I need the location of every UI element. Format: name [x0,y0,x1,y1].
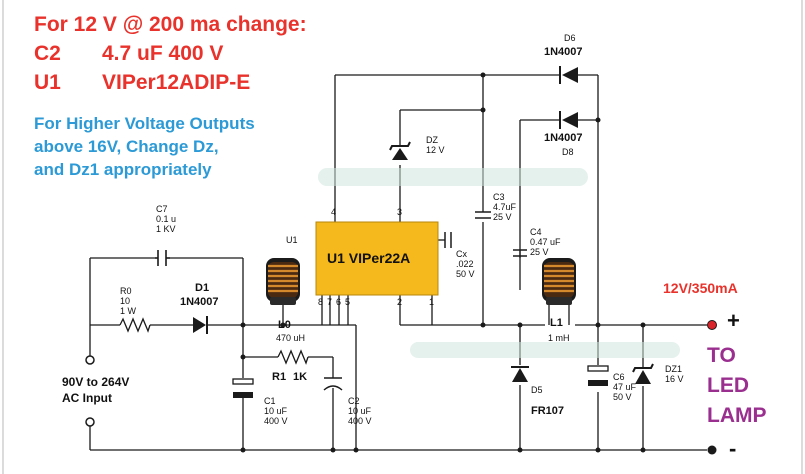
output-led-label: LED [707,374,749,397]
cx-value: .022 [456,259,474,269]
c4-value: 0.47 uF [530,237,561,247]
d1-value: 1N4007 [180,296,219,308]
c2-voltage: 400 V [348,416,372,426]
c7-value: 0.1 u [156,214,177,224]
r0-resistor-symbol [119,317,151,333]
c4-ref: C4 [530,227,542,237]
c2-capacitor-symbol [323,377,343,391]
d5-ref: D5 [531,385,543,395]
l0-inductor-symbol [266,258,300,305]
note-blue-line1: For Higher Voltage Outputs [34,114,255,133]
ic-pin-6: 6 [336,297,342,307]
r0-value: 10 [120,296,131,306]
ac-input-label: AC Input [62,391,112,405]
d8-ref: D8 [562,147,574,157]
output-to-label: TO [707,344,736,367]
c1-voltage: 400 V [264,416,288,426]
dz-ref: DZ [426,135,438,145]
dz-value: 12 V [426,145,445,155]
c3-ref: C3 [493,192,505,202]
watermark-smudge-bottom [410,342,680,358]
cx-capacitor-symbol [444,232,452,248]
c7-capacitor-symbol [155,250,170,266]
ic-pin-8: 8 [318,297,324,307]
ic-pin-3: 3 [397,207,403,217]
c2-ref: C2 [348,396,360,406]
output-rating: 12V/350mA [663,280,738,296]
ic-pin-7: 7 [327,297,333,307]
c6-capacitor-symbol [587,365,609,386]
l0-ref: L0 [278,319,291,331]
l1-ref: L1 [550,317,563,329]
r0-watt: 1 W [120,306,137,316]
l1-value: 1 mH [548,333,570,343]
output-minus-sign: - [729,436,737,461]
ic-pin-4: 4 [331,207,337,217]
c6-value: 47 uF [613,382,637,392]
r1-value: 1K [293,371,308,383]
note-c2-value: 4.7 uF 400 V [102,42,224,65]
cx-voltage: 50 V [456,269,475,279]
cx-ref: Cx [456,249,467,259]
d6-ref: D6 [564,33,576,43]
l1-inductor-symbol [542,258,576,325]
dz1-value: 16 V [665,374,684,384]
d5-diode-symbol [511,366,529,382]
d6-diode-symbol [559,66,578,84]
d8-diode-symbol [559,111,578,129]
c3-value: 4.7uF [493,202,517,212]
c1-capacitor-symbol [232,378,254,398]
ic-pin-1: 1 [429,297,435,307]
d1-ref: D1 [195,282,210,294]
ic-name: U1 VIPer22A [327,250,411,266]
c6-voltage: 50 V [613,392,632,402]
note-line1: For 12 V @ 200 ma change: [34,13,307,36]
ac-input-terminal-top [85,355,95,365]
r1-ref: R1 [272,371,287,383]
ac-input-terminal-bottom [85,417,95,427]
ic-pin-2: 2 [397,297,403,307]
note-u1-ref: U1 [34,71,61,94]
output-terminal-negative [707,445,717,455]
d1-diode-symbol [193,316,208,334]
c3-capacitor-symbol [475,211,491,219]
dz1-zener-symbol [632,363,654,384]
note-blue-line3: and Dz1 appropriately [34,160,212,179]
ic-body [315,221,439,296]
d6-value: 1N4007 [544,46,583,58]
watermark-smudge-top [318,168,588,186]
ic-pin-5: 5 [345,297,351,307]
c4-voltage: 25 V [530,247,549,257]
c4-capacitor-symbol [513,249,527,257]
ac-input-range: 90V to 264V [62,375,130,389]
note-blue-line2: above 16V, Change Dz, [34,137,219,156]
r0-ref: R0 [120,286,132,296]
note-u1-value: VIPer12ADIP-E [102,71,251,94]
c1-value: 10 uF [264,406,288,416]
u1-label: U1 [286,235,298,245]
output-terminal-positive [707,320,717,330]
l0-value: 470 uH [276,333,306,343]
r1-resistor-symbol [277,349,309,365]
d8-value: 1N4007 [544,132,583,144]
c7-voltage: 1 KV [156,224,176,234]
c7-ref: C7 [156,204,168,214]
c1-ref: C1 [264,396,276,406]
c6-ref: C6 [613,372,625,382]
dz-zener-symbol [389,141,411,160]
c3-voltage: 25 V [493,212,512,222]
d5-value: FR107 [531,405,565,417]
output-lamp-label: LAMP [707,404,767,427]
c2-value: 10 uF [348,406,372,416]
dz1-ref: DZ1 [665,364,683,374]
note-c2-ref: C2 [34,42,61,65]
output-plus-sign: + [727,308,740,333]
